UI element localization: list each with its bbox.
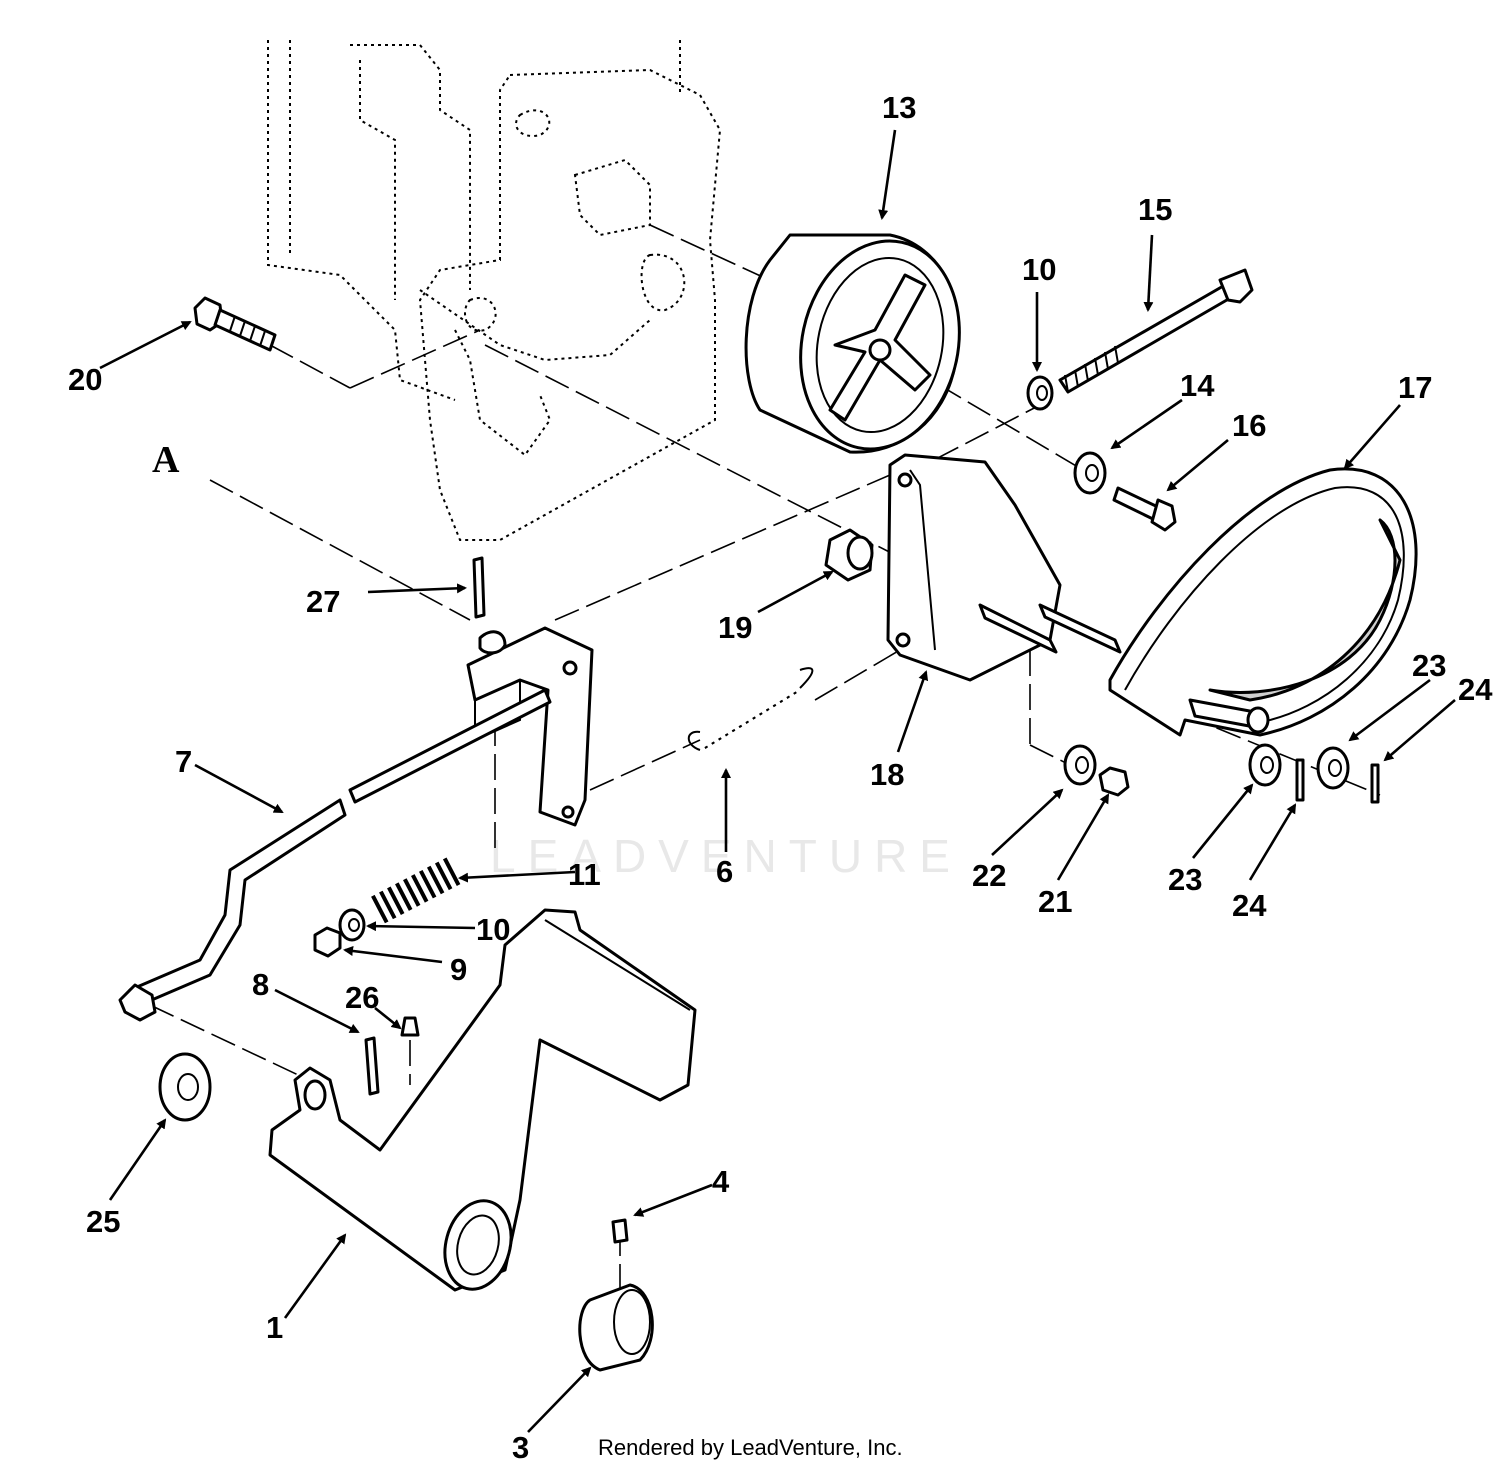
callout-20: 20 bbox=[68, 362, 102, 397]
rod-bracket bbox=[466, 626, 594, 827]
set-screw-4 bbox=[611, 1218, 629, 1244]
short-bolt bbox=[1112, 486, 1177, 532]
callout-14: 14 bbox=[1180, 368, 1215, 403]
washer-23b bbox=[1316, 746, 1350, 790]
callout-10-top: 10 bbox=[1022, 252, 1056, 287]
callout-27: 27 bbox=[306, 584, 340, 619]
callout-25: 25 bbox=[86, 1204, 120, 1239]
callout-15: 15 bbox=[1138, 192, 1172, 227]
callout-labels: A 1 3 4 6 7 8 9 10 10 11 13 14 15 16 17 … bbox=[68, 90, 1493, 1465]
brake-band bbox=[1108, 467, 1418, 737]
washer-23a bbox=[1248, 743, 1282, 787]
compression-spring bbox=[371, 856, 462, 924]
callout-9: 9 bbox=[450, 952, 467, 987]
control-rod bbox=[118, 688, 552, 1022]
brake-pedal-arm bbox=[268, 908, 697, 1292]
frame-bolt bbox=[193, 296, 277, 352]
washer-22 bbox=[1063, 744, 1097, 786]
bushing bbox=[824, 528, 874, 582]
callout-4: 4 bbox=[712, 1164, 730, 1199]
cotter-pin-8 bbox=[364, 1036, 380, 1096]
washer-25 bbox=[158, 1052, 212, 1122]
callout-10-bottom: 10 bbox=[476, 912, 510, 947]
pulley bbox=[744, 233, 961, 454]
cotter-pin-24b bbox=[1370, 763, 1380, 804]
callout-3: 3 bbox=[512, 1430, 529, 1465]
callout-18: 18 bbox=[870, 757, 904, 792]
grease-fitting-26 bbox=[400, 1016, 420, 1037]
callout-23-left: 23 bbox=[1168, 862, 1202, 897]
extension-spring bbox=[687, 667, 814, 751]
long-bolt bbox=[1058, 268, 1254, 394]
callout-19: 19 bbox=[718, 610, 752, 645]
callout-11: 11 bbox=[568, 857, 601, 892]
collar-3 bbox=[578, 1283, 654, 1372]
callout-1: 1 bbox=[266, 1310, 283, 1345]
callout-23-right: 23 bbox=[1412, 648, 1446, 683]
callout-22: 22 bbox=[972, 858, 1006, 893]
washer-10b bbox=[338, 908, 366, 942]
callout-16: 16 bbox=[1232, 408, 1266, 443]
view-label-a: A bbox=[152, 439, 180, 481]
hex-nut-9 bbox=[313, 926, 342, 958]
callout-6: 6 bbox=[716, 854, 733, 889]
leader-arrows bbox=[99, 129, 1456, 1433]
cotter-pin-24a bbox=[1295, 758, 1305, 802]
callout-24-left: 24 bbox=[1232, 888, 1267, 923]
flat-washer bbox=[1073, 451, 1107, 495]
ghost-frame-outline bbox=[267, 40, 722, 541]
roll-pin-27 bbox=[472, 556, 486, 619]
brake-bracket bbox=[886, 453, 1122, 682]
callout-7: 7 bbox=[175, 744, 192, 779]
callout-17: 17 bbox=[1398, 370, 1432, 405]
callout-13: 13 bbox=[882, 90, 916, 125]
callout-8: 8 bbox=[252, 967, 269, 1002]
callout-24-right: 24 bbox=[1458, 672, 1493, 707]
credit-text: Rendered by LeadVenture, Inc. bbox=[598, 1435, 903, 1460]
callout-21: 21 bbox=[1038, 884, 1072, 919]
hex-nut-21 bbox=[1098, 766, 1130, 797]
center-lines bbox=[149, 224, 1381, 1305]
callout-26: 26 bbox=[345, 980, 379, 1015]
lock-washer bbox=[1026, 375, 1054, 411]
